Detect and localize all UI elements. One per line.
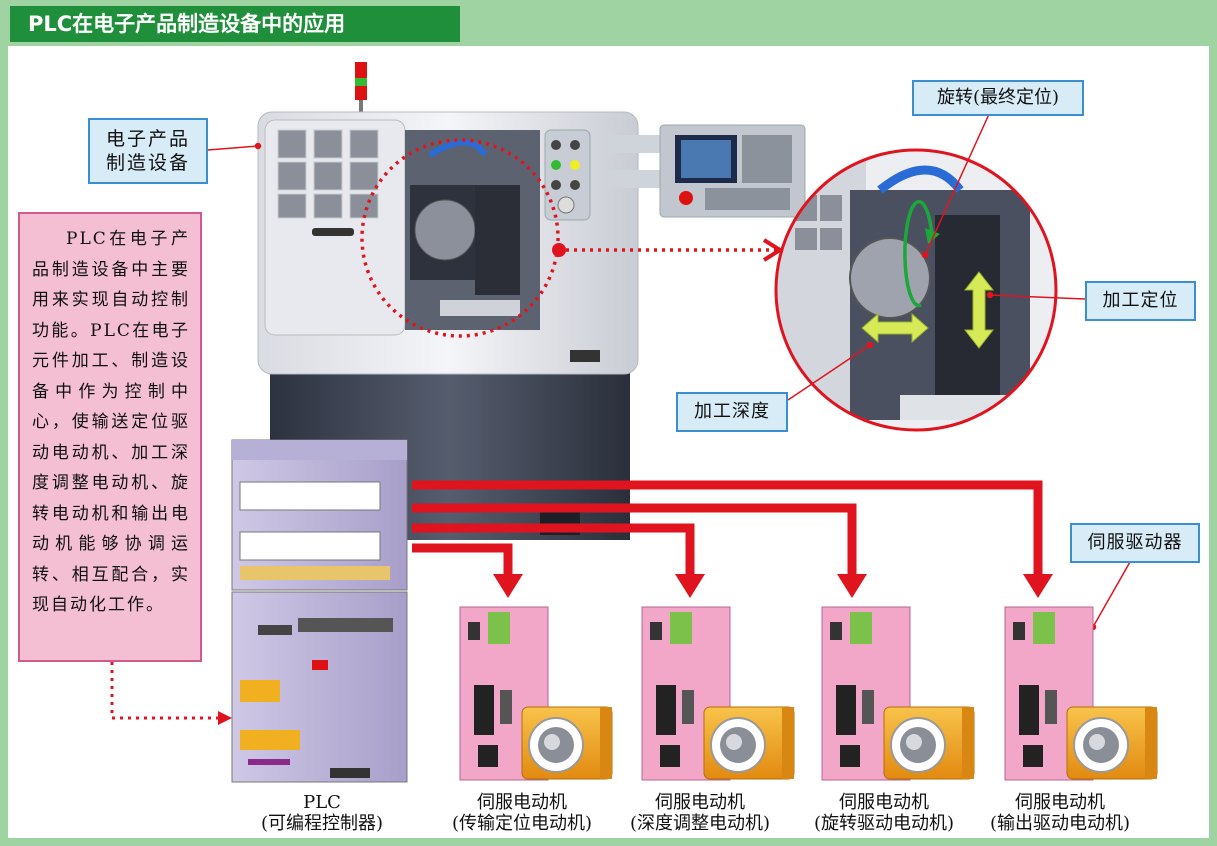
motor-caption-name: 伺服电动机: [1015, 792, 1105, 813]
zoom-connector: [552, 238, 784, 262]
rotation-arrow-icon: [903, 199, 934, 308]
position-arrow-icon: [963, 271, 995, 349]
motor-caption-2: 伺服电动机 (深度调整电动机): [612, 792, 788, 834]
control-flow-arrows: [412, 480, 1043, 578]
depth-arrow-icon: [861, 312, 929, 344]
zoom-focus-circle: [360, 138, 560, 338]
position-label: 加工定位: [1085, 281, 1196, 321]
equipment-label: 电子产品 制造设备: [88, 118, 208, 184]
cnc-machine: [257, 62, 806, 540]
motor-caption-role: (传输定位电动机): [451, 813, 593, 834]
motor-caption-4: 伺服电动机 (输出驱动电动机): [972, 792, 1148, 834]
page-title: PLC在电子产品制造设备中的应用: [10, 6, 460, 42]
motor-caption-role: (旋转驱动电动机): [813, 813, 955, 834]
servo-driver-4: [1004, 606, 1158, 781]
motor-caption-1: 伺服电动机 (传输定位电动机): [434, 792, 610, 834]
servo-driver-label: 伺服驱动器: [1070, 523, 1200, 563]
motor-caption-name: 伺服电动机: [839, 792, 929, 813]
desc-connector: [110, 662, 226, 720]
motor-caption-name: 伺服电动机: [655, 792, 745, 813]
plc-caption-subtitle: (可编程控制器): [260, 813, 384, 834]
equipment-label-line-2: 制造设备: [105, 152, 190, 174]
depth-label: 加工深度: [676, 392, 788, 432]
motor-caption-role: (深度调整电动机): [629, 813, 771, 834]
motor-caption-name: 伺服电动机: [477, 792, 567, 813]
plc-caption-title: PLC: [303, 792, 341, 813]
servo-driver-1: [459, 606, 613, 781]
plc-unit: [231, 439, 408, 783]
equipment-label-line-1: 电子产品: [105, 128, 190, 150]
servo-driver-2: [641, 606, 795, 781]
arrow-heads: [493, 574, 1053, 598]
zoom-detail: [774, 148, 1058, 432]
servo-driver-3: [821, 606, 975, 781]
motor-caption-role: (输出驱动电动机): [989, 813, 1131, 834]
rotation-label: 旋转(最终定位): [912, 80, 1084, 116]
plc-caption: PLC (可编程控制器): [236, 792, 408, 834]
description-box: PLC在电子产品制造设备中主要用来实现自动控制功能。PLC在电子元件加工、制造设…: [18, 212, 202, 662]
motor-caption-3: 伺服电动机 (旋转驱动电动机): [796, 792, 972, 834]
